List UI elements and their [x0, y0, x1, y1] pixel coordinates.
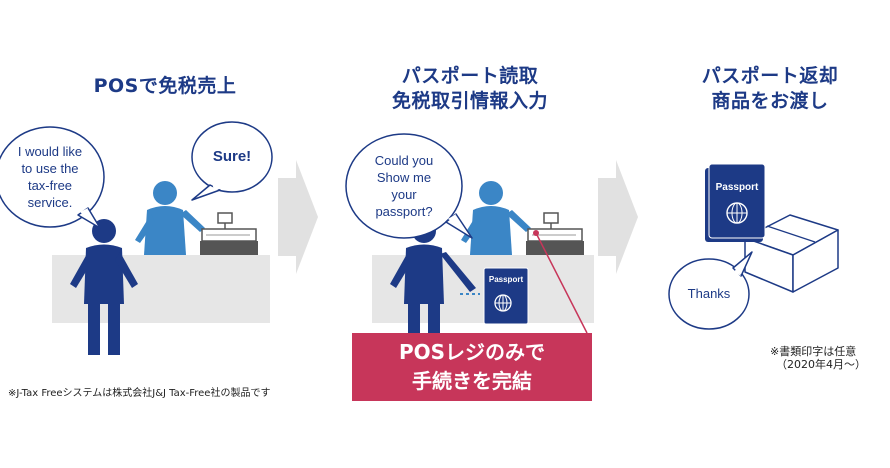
bubble-passport-line: Could you — [374, 153, 434, 168]
customer-figure — [70, 219, 138, 355]
passport-label-2: Passport — [715, 182, 759, 193]
bubble-passport-line: passport? — [375, 204, 433, 219]
bubble-thanks-text: Thanks — [687, 286, 731, 301]
flow-arrow-2 — [598, 160, 638, 274]
step-2-title: パスポート読取 免税取引情報入力 — [350, 64, 590, 114]
register-pointer — [533, 230, 588, 334]
bubble-request-line: tax-free — [27, 178, 73, 193]
print-note-line1: ※書類印字は任意 — [770, 345, 857, 358]
print-note: ※書類印字は任意 （2020年4月〜） — [770, 345, 885, 371]
bubble-request-line: I would like — [17, 144, 83, 159]
step-3-title-line2: 商品をお渡し — [711, 90, 829, 112]
bubble-request — [0, 126, 105, 229]
trademark-note: ※J-Tax Freeシステムは株式会社J&J Tax-Free社の製品です — [8, 388, 271, 399]
passport-label: Passport — [488, 275, 524, 284]
print-note-line2: （2020年4月〜） — [776, 358, 866, 371]
step-2-title-line2: 免税取引情報入力 — [391, 90, 548, 112]
passport-icon — [483, 267, 529, 325]
bubble-passport-text: Could you Show me your passport? — [356, 152, 452, 220]
bubble-passport-line: Show me — [376, 170, 432, 185]
clerk-figure-2 — [461, 181, 531, 255]
step-3-title-line1: パスポート返却 — [701, 65, 839, 87]
bubble-request-line: to use the — [21, 161, 79, 176]
bubble-sure — [191, 121, 273, 201]
clerk-figure — [135, 181, 205, 255]
product-box-icon — [744, 214, 839, 293]
scene-pos-sale — [0, 121, 273, 355]
scene-passport-scan — [345, 133, 594, 340]
flow-arrow-1 — [278, 160, 318, 274]
pos-complete-banner: POSレジのみで 手続きを完結 — [352, 333, 592, 401]
banner-line2: 手続きを完結 — [412, 369, 532, 393]
cash-register-icon — [200, 212, 258, 255]
bubble-request-text: I would like to use the tax-free service… — [4, 143, 96, 211]
scene-return — [668, 163, 839, 330]
bubble-thanks — [668, 251, 753, 330]
bubble-passport-line: your — [391, 187, 417, 202]
cash-register-icon-2 — [526, 212, 584, 255]
step-3-title: パスポート返却 商品をお渡し — [665, 64, 875, 114]
passport-icon-2 — [705, 163, 766, 242]
bubble-passport — [345, 133, 473, 239]
banner-line1: POSレジのみで — [398, 340, 546, 364]
bubble-sure-text: Sure! — [212, 148, 252, 165]
step-2-title-line1: パスポート読取 — [401, 65, 539, 87]
bubble-request-line: service. — [27, 195, 73, 210]
step-1-title: POSで免税売上 — [60, 74, 270, 99]
step-1-title-line1: POSで免税売上 — [93, 75, 237, 97]
